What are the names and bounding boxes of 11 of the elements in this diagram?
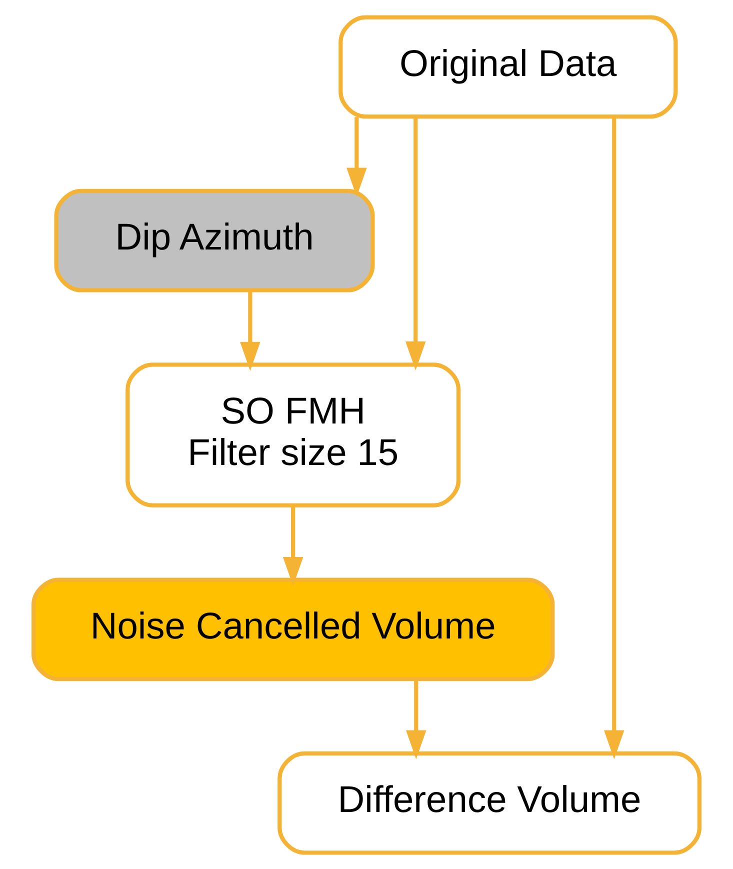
- arrow: [282, 505, 304, 586]
- node-box: Difference Volume: [278, 750, 702, 854]
- arrow: [406, 679, 426, 759]
- arrow: [604, 116, 624, 759]
- node-box: Original Data: [338, 14, 678, 118]
- arrow: [346, 116, 367, 196]
- arrow: [405, 116, 426, 370]
- node-box: Noise Cancelled Volume: [32, 577, 555, 681]
- arrow: [240, 290, 260, 370]
- node-box: Dip Azimuth: [54, 188, 375, 292]
- node-box: SO FMH Filter size 15: [126, 362, 461, 507]
